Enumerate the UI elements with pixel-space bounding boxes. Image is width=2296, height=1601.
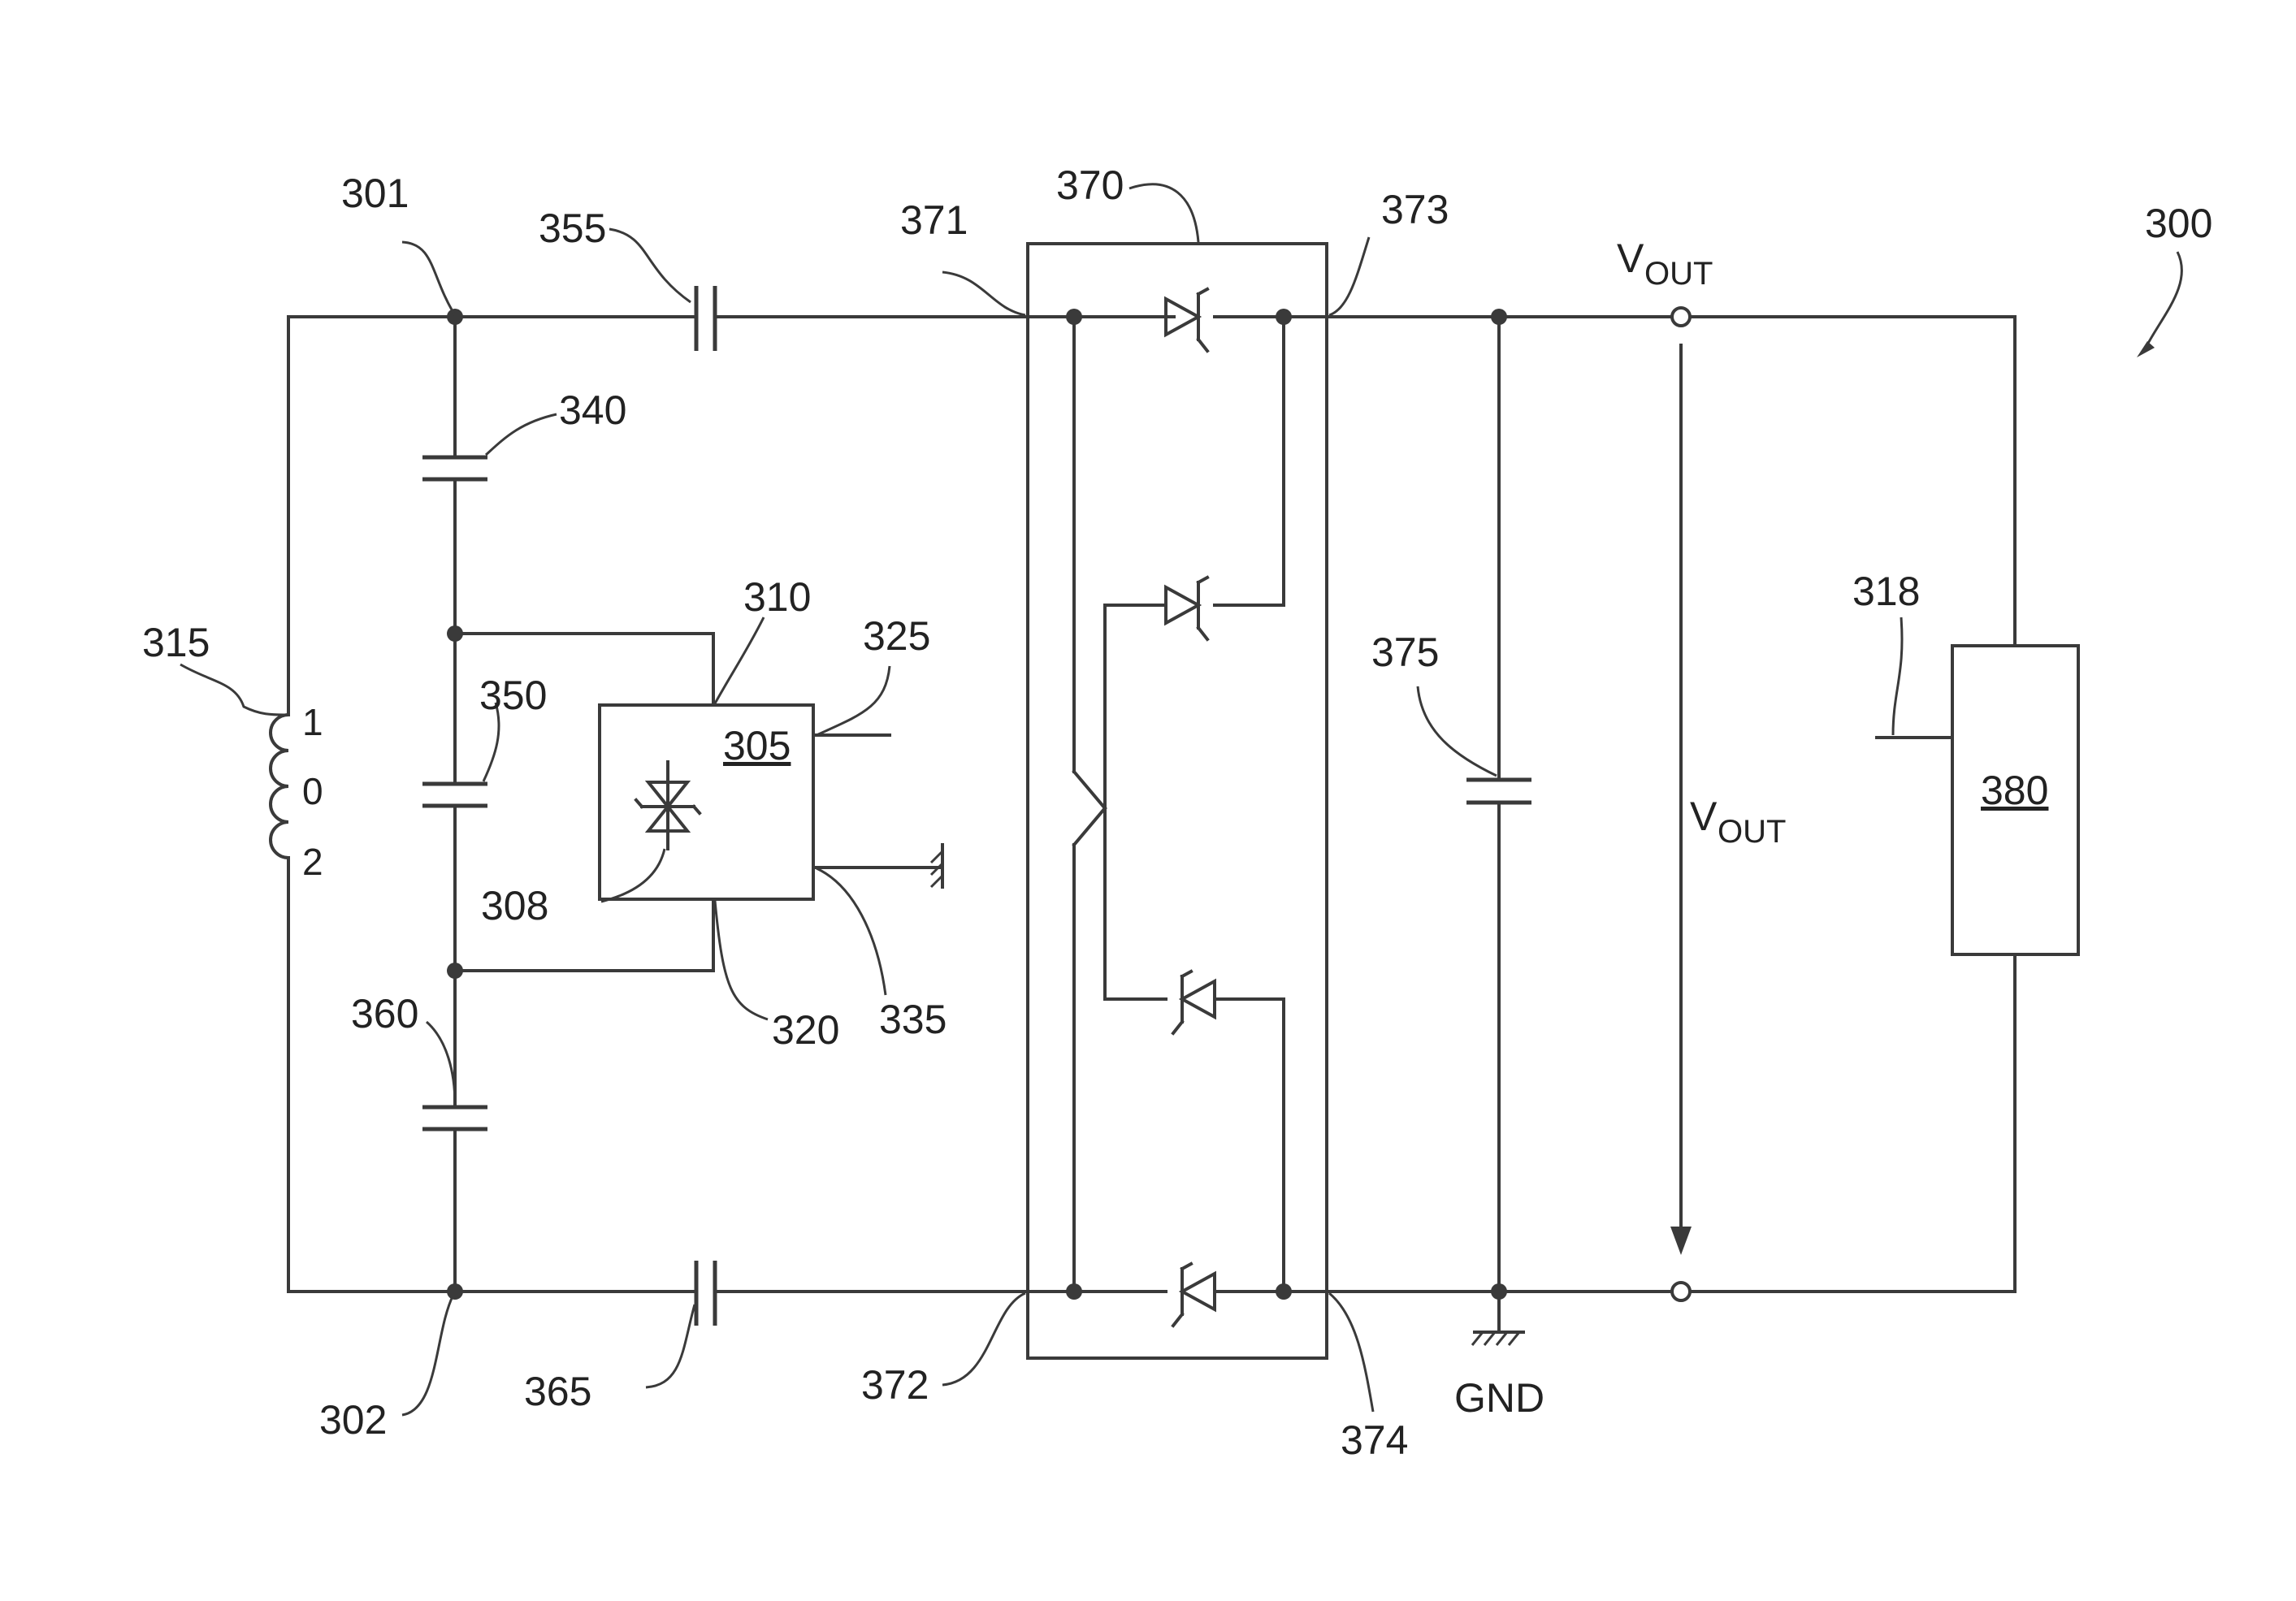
label-320: 320	[772, 1007, 839, 1053]
label-340: 340	[559, 387, 626, 433]
gnd-label: GND	[1454, 1375, 1544, 1421]
capacitor-375	[1466, 317, 1531, 1345]
label-308: 308	[481, 883, 548, 928]
coil-pin-1: 1	[302, 701, 323, 743]
label-350: 350	[479, 673, 547, 718]
label-335: 335	[879, 997, 947, 1042]
label-318: 318	[1852, 569, 1920, 614]
junction-dots	[447, 309, 1507, 1300]
diode-bottom	[1173, 1264, 1215, 1326]
capacitor-365	[696, 1261, 715, 1326]
bottom-rail	[288, 954, 2015, 1292]
diode-lower-mid	[1173, 971, 1215, 1033]
coil-315	[271, 317, 288, 1292]
vout-terminals	[1670, 308, 1692, 1300]
top-rail	[288, 317, 2015, 646]
label-380: 380	[1981, 768, 2048, 813]
label-315: 315	[142, 620, 210, 665]
label-374: 374	[1341, 1417, 1408, 1463]
diode-top	[1166, 289, 1207, 351]
left-column	[422, 317, 487, 1292]
vout-top-sub: OUT	[1644, 256, 1713, 292]
label-373: 373	[1381, 187, 1449, 232]
vout-label-side: V OUT	[1690, 794, 1786, 850]
capacitor-355	[696, 286, 715, 351]
coil-pin-2: 2	[302, 841, 323, 883]
label-301: 301	[341, 171, 409, 216]
vout-side-main: V	[1690, 794, 1718, 839]
label-355: 355	[539, 206, 606, 251]
label-375: 375	[1371, 630, 1439, 675]
leader-lines	[180, 184, 2181, 1415]
vout-label-top: V OUT	[1617, 236, 1713, 292]
vout-side-sub: OUT	[1718, 814, 1786, 850]
vout-top-main: V	[1617, 236, 1644, 281]
reference-labels: 301 302 355 365 340 350 360 315 310 325 …	[142, 162, 2212, 1463]
label-302: 302	[319, 1397, 387, 1443]
label-325: 325	[863, 613, 930, 659]
label-365: 365	[524, 1369, 591, 1414]
label-310: 310	[743, 574, 811, 620]
coil-pin-0: 0	[302, 770, 323, 812]
diode-upper-mid	[1166, 578, 1207, 639]
label-300: 300	[2145, 201, 2212, 246]
label-372: 372	[861, 1362, 929, 1408]
coil-pins: 1 0 2	[302, 701, 323, 883]
label-370: 370	[1056, 162, 1124, 208]
rectifier-370	[1028, 244, 1327, 1358]
label-305: 305	[723, 723, 791, 768]
label-360: 360	[351, 991, 418, 1036]
label-371: 371	[900, 197, 968, 243]
